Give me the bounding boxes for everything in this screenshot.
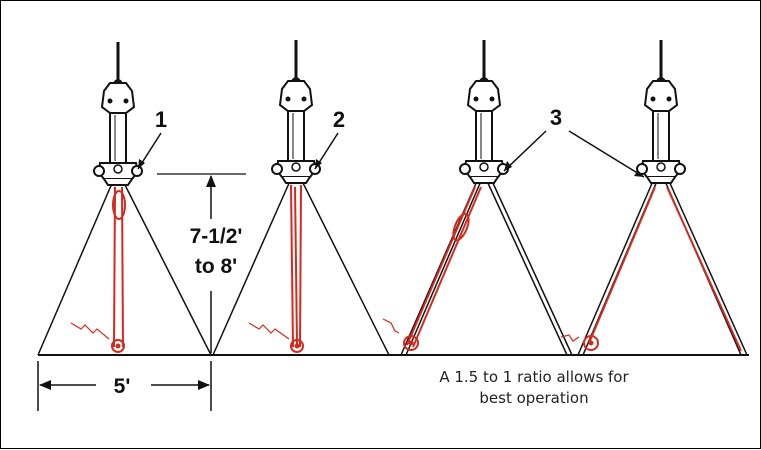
ratio-note-line1: A 1.5 to 1 ratio allows for (439, 368, 629, 386)
ratio-note-line2: best operation (479, 389, 588, 407)
height-label-line2: to 8' (195, 255, 237, 278)
sling-4 (560, 186, 742, 352)
width-label: 5' (114, 375, 131, 398)
sling-1 (70, 186, 126, 353)
width-dimension (37, 361, 212, 411)
height-dimension (157, 173, 246, 353)
tripod-4 (560, 38, 748, 356)
callout-3-leader-a (503, 130, 547, 172)
callout-2-label: 2 (333, 107, 345, 132)
callout-1-label: 1 (155, 107, 167, 132)
tripod-2 (212, 38, 390, 356)
height-label-line1: 7-1/2' (190, 225, 243, 248)
tripod-1 (37, 40, 212, 356)
tripod-3 (382, 38, 573, 356)
callout-3-leader-b (568, 130, 645, 178)
sling-3 (382, 186, 482, 351)
callout-3-label: 3 (550, 105, 562, 130)
sling-2 (248, 184, 304, 353)
